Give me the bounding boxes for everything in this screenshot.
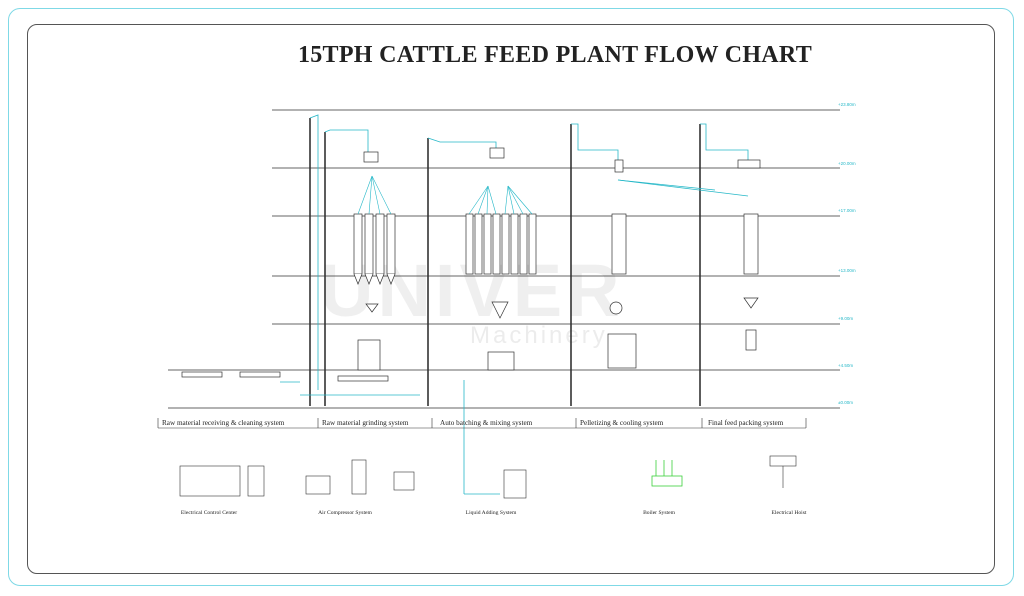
watermark-sub: Machinery (470, 322, 608, 349)
conveying-lines (280, 114, 749, 495)
section-receiving-cleaning: Raw material receiving & cleaning system (162, 419, 285, 427)
section-pelletizing-cooling: Pelletizing & cooling system (580, 419, 664, 427)
level-marks: +23.80m +20.00m +17.00m +13.00m +9.00m +… (838, 102, 856, 405)
outer-frame (8, 8, 1014, 586)
aux-air-compressor: Air Compressor System (318, 510, 372, 516)
batching-bins (465, 147, 537, 371)
grinding-bins (353, 151, 396, 371)
svg-text:+9.00m: +9.00m (838, 316, 853, 321)
aux-electrical-hoist: Electrical Hoist (771, 510, 807, 516)
auxiliary-equipment (179, 455, 797, 499)
section-batching-mixing: Auto batching & mixing system (440, 419, 533, 427)
grinding-feed (357, 175, 392, 215)
section-brackets (157, 418, 807, 429)
drawing-border (27, 24, 995, 574)
svg-text:+4.50m: +4.50m (838, 363, 853, 368)
chart-title: 15TPH CATTLE FEED PLANT FLOW CHART (297, 42, 813, 68)
section-packing: Final feed packing system (708, 419, 784, 427)
svg-text:+20.00m: +20.00m (838, 161, 856, 166)
packing-line (737, 159, 761, 351)
svg-text:+17.00m: +17.00m (838, 208, 856, 213)
elevators (309, 118, 701, 406)
section-grinding: Raw material grinding system (322, 419, 409, 427)
boiler-system (651, 460, 683, 487)
aux-electrical-control-center: Electrical Control Center (180, 510, 238, 516)
aux-liquid-adding: Liquid Adding System (465, 510, 517, 516)
aux-boiler: Boiler System (643, 510, 675, 516)
svg-text:+13.00m: +13.00m (838, 268, 856, 273)
intake-conveyors (181, 371, 389, 382)
svg-text:+23.80m: +23.80m (838, 102, 856, 107)
batching-feed (468, 185, 533, 215)
svg-text:±0.00m: ±0.00m (838, 400, 853, 405)
pellet-line (607, 159, 637, 369)
